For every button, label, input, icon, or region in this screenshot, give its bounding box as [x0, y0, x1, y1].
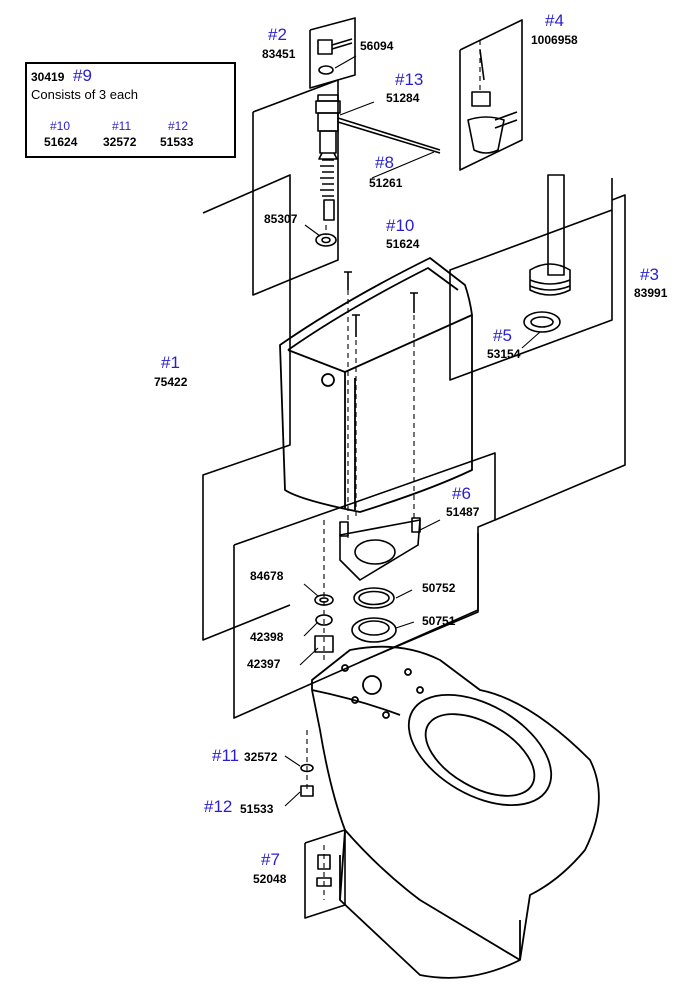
- bracket-gasket-inner: [359, 533, 479, 663]
- flapper-assembly: [467, 49, 518, 154]
- bracket-gasket: [233, 452, 496, 719]
- label-85307: 85307: [264, 212, 298, 226]
- bracket-fill-valve: [252, 79, 339, 296]
- kit-item-part: 51533: [160, 135, 194, 149]
- callout-13-ref: #13: [395, 70, 424, 89]
- callout-4-part: 1006958: [531, 33, 578, 47]
- label-56094: 56094: [360, 39, 394, 53]
- gasket-plate: [339, 517, 421, 581]
- callout-3-part: 83991: [634, 286, 668, 300]
- fill-valve: [315, 94, 441, 221]
- washer-32572: [300, 763, 314, 773]
- label-42398: 42398: [250, 630, 284, 644]
- callout-10-ref: #10: [386, 216, 415, 235]
- callout-6-part: 51487: [446, 505, 480, 519]
- washer-53154: [523, 311, 561, 333]
- nut-42397: [314, 635, 334, 653]
- callout-10-part: 51624: [386, 237, 420, 251]
- bracket-3-right: [494, 194, 626, 521]
- callout-4-ref: #4: [545, 11, 564, 30]
- kit-part-number: 30419: [31, 70, 65, 84]
- callout-6-ref: #6: [452, 484, 471, 503]
- callout-7-part: 52048: [253, 872, 287, 886]
- bracket-flush-valve: [449, 178, 613, 381]
- bracket-4: [459, 19, 523, 171]
- callout-2-part: 83451: [262, 47, 296, 61]
- gasket-50752: [353, 587, 395, 609]
- callout-1-part: 75422: [154, 375, 188, 389]
- kit-box: 30419 #9 Consists of 3 each #10 51624 #1…: [25, 62, 236, 158]
- callout-5-part: 53154: [487, 347, 521, 361]
- bracket-2: [309, 17, 356, 89]
- callout-1-ref: #1: [161, 353, 180, 372]
- kit-item-ref: #10: [50, 119, 71, 133]
- callout-2-ref: #2: [268, 25, 287, 44]
- flush-valve: [523, 174, 571, 333]
- bracket-7: [304, 829, 346, 919]
- gasket-50751: [351, 617, 397, 643]
- callout-11-part: 32572: [244, 750, 278, 764]
- trip-lever-56094: [317, 38, 353, 75]
- kit-ref: #9: [73, 66, 92, 85]
- kit-description: Consists of 3 each: [31, 87, 138, 102]
- kit-item-part: 51624: [44, 135, 78, 149]
- label-84678: 84678: [250, 569, 284, 583]
- callout-3-ref: #3: [640, 265, 659, 284]
- kit-item-ref: #11: [112, 119, 132, 133]
- nut-51533: [300, 785, 314, 797]
- callout-11-ref: #11: [212, 746, 240, 765]
- callout-12-part: 51533: [240, 802, 274, 816]
- callout-5-ref: #5: [493, 326, 512, 345]
- kit-item-part: 32572: [103, 135, 137, 149]
- callout-12-ref: #12: [204, 797, 233, 816]
- callout-13-part: 51284: [386, 91, 420, 105]
- kit-item-ref: #12: [168, 119, 189, 133]
- tank: [279, 257, 473, 513]
- callout-8-part: 51261: [369, 176, 403, 190]
- label-50751: 50751: [422, 614, 456, 628]
- tank-bolts: [344, 271, 418, 337]
- bracket-tank: [202, 174, 291, 641]
- label-42397: 42397: [247, 657, 281, 671]
- callout-8-ref: #8: [375, 153, 394, 172]
- toilet-bowl: [311, 645, 600, 979]
- callout-7-ref: #7: [261, 850, 280, 869]
- bolt-cap-52048: [317, 854, 331, 870]
- label-50752: 50752: [422, 581, 456, 595]
